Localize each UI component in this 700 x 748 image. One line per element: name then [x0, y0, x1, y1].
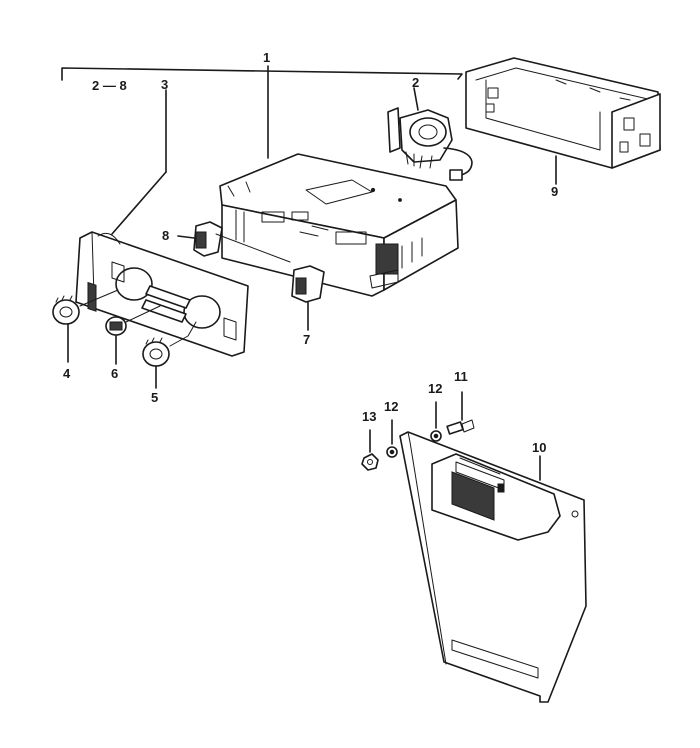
callout-12-lower: 12 — [384, 399, 398, 414]
callout-10: 10 — [532, 440, 546, 455]
callout-4: 4 — [63, 366, 71, 381]
control-unit-housing — [219, 153, 459, 297]
callout-8: 8 — [162, 228, 169, 243]
callout-2: 2 — [412, 75, 419, 90]
bracket-plate — [399, 431, 587, 703]
callout-9: 9 — [551, 184, 558, 199]
callout-2-8: 2 — 8 — [92, 78, 127, 93]
actuator-motor — [387, 87, 473, 181]
callout-12-upper: 12 — [428, 381, 442, 396]
callout-13: 13 — [362, 409, 376, 424]
fasteners — [361, 391, 475, 471]
callout-1: 1 — [263, 50, 270, 65]
nut-13 — [361, 429, 379, 471]
callout-3: 3 — [161, 77, 168, 92]
knob-5 — [142, 321, 197, 389]
callout-labels: 1 2 — 8 3 2 9 8 7 4 6 5 11 12 12 13 10 — [63, 50, 558, 455]
switch-8 — [177, 221, 291, 263]
assembly-bracket — [61, 65, 463, 159]
bolt-11 — [446, 391, 475, 435]
switch-7 — [291, 265, 325, 331]
washer-12-lower — [386, 419, 398, 458]
knob-6 — [105, 305, 161, 365]
knob-4 — [52, 289, 119, 363]
callout-5: 5 — [151, 390, 158, 405]
mounting-frame — [465, 57, 661, 185]
callout-6: 6 — [111, 366, 118, 381]
callout-7: 7 — [303, 332, 310, 347]
front-panel — [75, 89, 249, 357]
washer-12-upper — [430, 401, 442, 442]
callout-11: 11 — [454, 369, 468, 384]
